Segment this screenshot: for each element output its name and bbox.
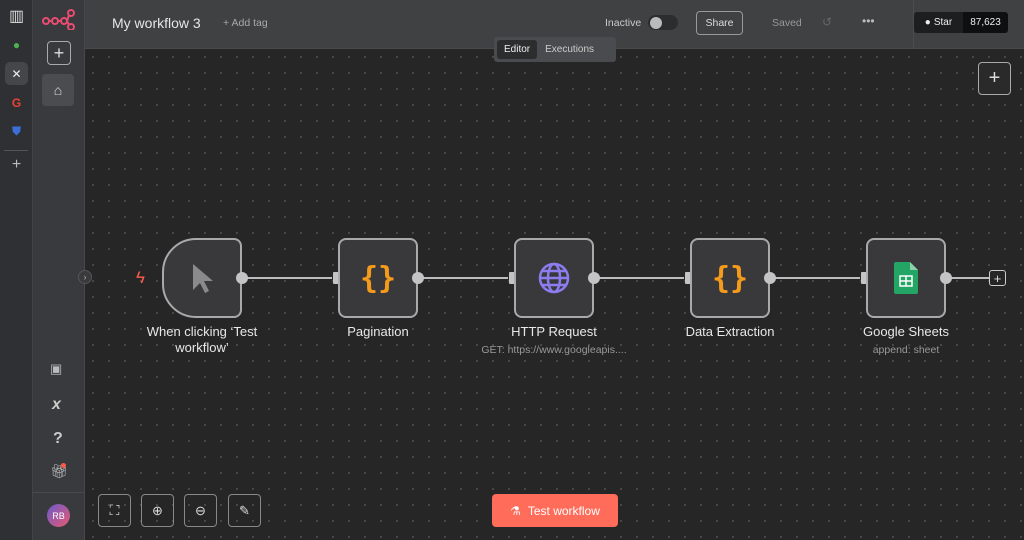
node-manual-trigger[interactable]	[162, 238, 242, 318]
output-handle[interactable]	[236, 272, 248, 284]
input-handle[interactable]	[509, 272, 516, 284]
zoom-out-button[interactable]: ⊖	[184, 494, 217, 527]
share-button[interactable]: Share	[696, 11, 743, 35]
connection	[774, 277, 860, 279]
output-handle[interactable]	[588, 272, 600, 284]
cursor-icon	[193, 264, 213, 293]
node-label: Google Sheets	[862, 324, 949, 339]
node-label: HTTP Request	[511, 324, 597, 339]
sheets-icon	[894, 262, 918, 294]
connection	[950, 277, 990, 279]
input-handle[interactable]	[685, 272, 692, 284]
node-subtitle: append: sheet	[872, 344, 940, 356]
node-label: When clicking ‘Test workflow’	[146, 324, 258, 355]
home-icon[interactable]: ⌂	[42, 74, 74, 106]
tidy-up-button[interactable]: ✎	[228, 494, 261, 527]
connection	[422, 277, 508, 279]
node-label: Data Extraction	[685, 324, 775, 339]
tab-editor[interactable]: Editor	[497, 40, 538, 59]
connection	[246, 277, 332, 279]
braces-icon: {}	[359, 260, 397, 296]
trigger-bolt-icon: ϟ	[136, 268, 145, 287]
add-button[interactable]: +	[47, 41, 71, 65]
add-next-node-button[interactable]: +	[989, 270, 1006, 286]
expand-sidebar-icon[interactable]: ›	[78, 270, 92, 284]
status-label: Inactive	[605, 17, 642, 29]
variables-icon[interactable]: x	[52, 396, 61, 413]
shield-icon[interactable]: ⛊	[11, 124, 21, 138]
avatar[interactable]: RB	[47, 504, 70, 527]
node-data-extraction[interactable]: {}	[690, 238, 770, 318]
divider	[33, 492, 85, 493]
input-handle[interactable]	[861, 272, 868, 284]
more-icon[interactable]: •••	[862, 14, 875, 28]
output-handle[interactable]	[412, 272, 424, 284]
flask-icon: ⚗	[510, 503, 521, 518]
gift-icon[interactable]: 🎁︎	[50, 463, 68, 479]
active-toggle[interactable]	[648, 15, 678, 30]
connection	[598, 277, 684, 279]
output-handle[interactable]	[940, 272, 952, 284]
view-tabs: Editor Executions	[494, 37, 616, 62]
workflow-title[interactable]: My workflow 3	[112, 15, 201, 31]
test-workflow-button[interactable]: ⚗ Test workflow	[492, 494, 618, 527]
sidebar-toggle-icon[interactable]: ▥	[8, 7, 25, 25]
node-google-sheets[interactable]	[866, 238, 946, 318]
node-http-request[interactable]	[514, 238, 594, 318]
google-icon[interactable]: G	[11, 95, 22, 110]
node-pagination[interactable]: {}	[338, 238, 418, 318]
n8n-logo-icon[interactable]	[42, 8, 76, 30]
test-workflow-label: Test workflow	[527, 503, 600, 518]
add-tab-icon[interactable]: +	[11, 155, 22, 173]
add-node-button[interactable]: +	[978, 62, 1011, 95]
node-label: Pagination	[347, 324, 409, 339]
browser-sidebar: ▥ ● ✕ G ⛊ +	[0, 0, 33, 540]
templates-icon[interactable]: ▣	[50, 361, 63, 376]
tab-executions[interactable]: Executions	[545, 44, 595, 55]
star-label: Star	[933, 17, 953, 28]
close-tab-icon[interactable]: ✕	[5, 62, 28, 85]
history-icon[interactable]: ↺	[822, 15, 833, 29]
github-icon: ●	[924, 17, 931, 28]
output-handle[interactable]	[764, 272, 776, 284]
divider	[913, 0, 914, 49]
node-subtitle: GET: https://www.googleapis....	[481, 344, 627, 356]
fit-view-button[interactable]: ⛶	[98, 494, 131, 527]
star-count: 87,623	[963, 12, 1008, 33]
braces-icon: {}	[711, 260, 749, 296]
divider	[4, 150, 28, 151]
add-tag-link[interactable]: + Add tag	[223, 17, 268, 29]
n8n-sidebar: + ⌂ ▣ x ? 🎁︎ RB	[33, 0, 85, 540]
globe-icon	[538, 262, 570, 294]
saved-status: Saved	[772, 17, 802, 29]
input-handle[interactable]	[333, 272, 340, 284]
github-star-button[interactable]: ●Star 87,623	[914, 12, 1008, 33]
help-icon[interactable]: ?	[53, 430, 63, 447]
zoom-in-button[interactable]: ⊕	[141, 494, 174, 527]
maps-icon[interactable]: ●	[12, 37, 21, 52]
